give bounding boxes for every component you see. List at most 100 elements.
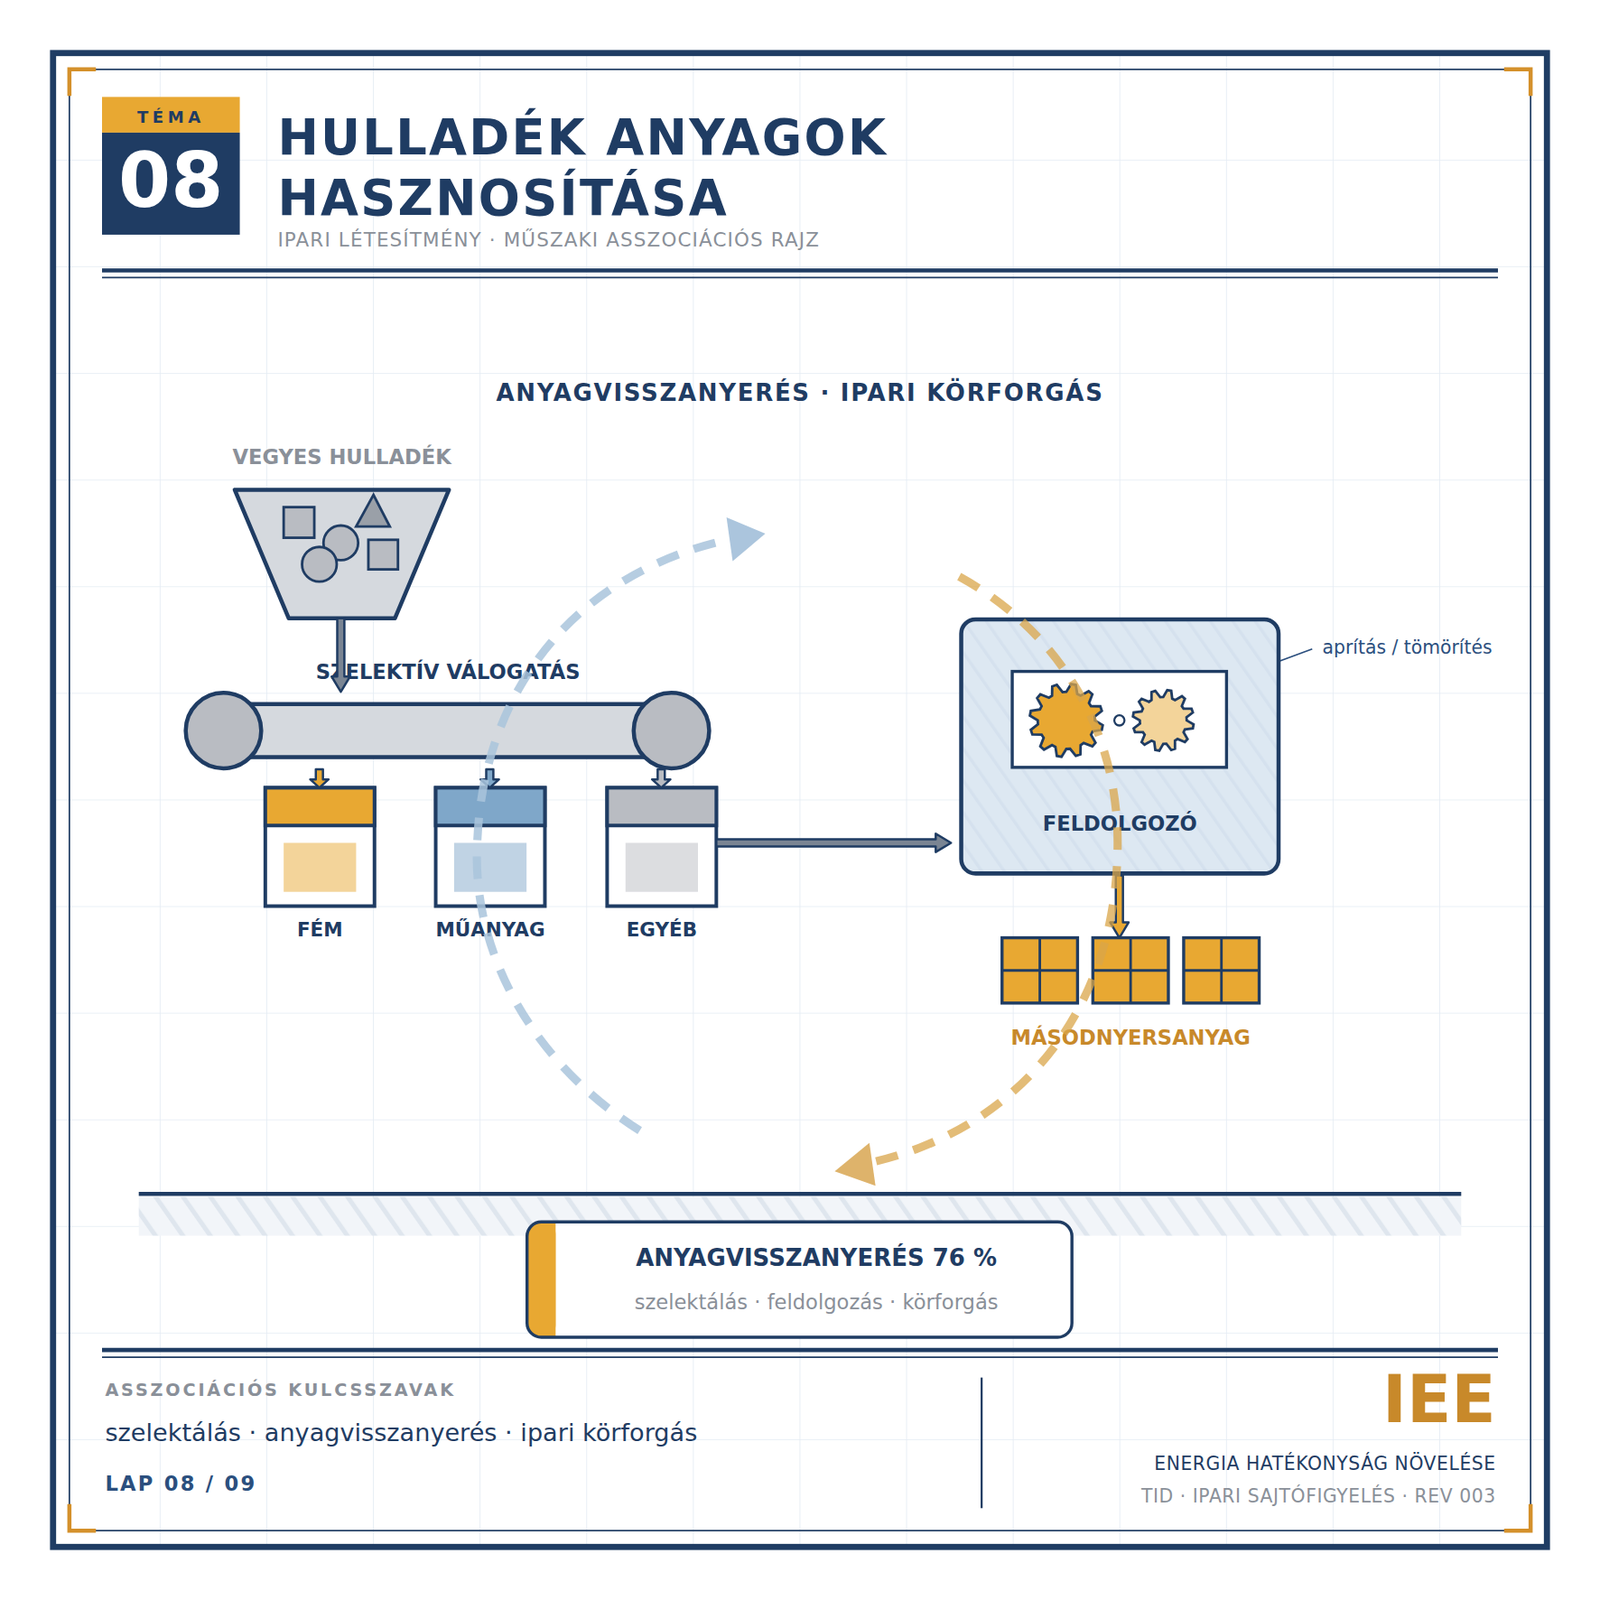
rule-line — [102, 1348, 1498, 1353]
conveyor-belt-shape — [223, 704, 671, 758]
flow-arrow — [310, 769, 329, 788]
sorting-bin-shape — [606, 787, 717, 826]
result-box-shape — [527, 1221, 1072, 1338]
cycle-arrow-orange — [834, 1143, 875, 1186]
sorting-bin: EGYÉB — [606, 787, 717, 906]
hopper-shape — [283, 507, 315, 539]
cycle-arrow-orange — [834, 576, 1117, 1187]
conveyor-belt-shape — [633, 692, 710, 769]
theme-badge: TÉMA 08 — [102, 96, 241, 235]
node-heading: SZELEKTÍV VÁLOGATÁS — [185, 659, 712, 684]
result-box: ANYAGVISSZANYERÉS 76 % szelektálás · feld… — [525, 1220, 1074, 1340]
outer-frame — [53, 53, 1547, 1547]
result-box-shape — [539, 1221, 557, 1338]
sorting-bin-shape — [606, 787, 717, 906]
corner-bracket — [69, 1504, 96, 1531]
badge-label: TÉMA — [102, 107, 241, 127]
node-label: FELDOLGOZÓ — [958, 810, 1281, 836]
output-blocks-shape — [1092, 968, 1169, 972]
result-box-shape — [527, 1221, 557, 1338]
processor-box-shape — [1114, 715, 1125, 726]
sorting-bin-shape — [436, 787, 546, 906]
output-blocks-shape — [1002, 938, 1260, 1004]
result-value: ANYAGVISSZANYERÉS 76 % — [566, 1245, 1067, 1272]
theme-badge-shape — [102, 96, 241, 133]
ground-line — [139, 1191, 1462, 1197]
processor-box-shape — [958, 617, 1281, 876]
rule-line — [102, 1356, 1498, 1359]
rule-line — [102, 268, 1498, 273]
hopper: VEGYES HULLADÉK — [234, 489, 449, 618]
hopper-shape — [234, 489, 449, 618]
sorting-bin-shape — [436, 787, 546, 906]
flow-arrow — [651, 769, 670, 788]
flow-arrow-shape — [331, 618, 350, 692]
flow-arrow-shape — [716, 833, 951, 852]
corner-bracket — [1504, 1504, 1531, 1531]
bin-label: FÉM — [224, 918, 416, 941]
flow-arrow — [1110, 875, 1129, 939]
flow-arrow-shape — [651, 769, 670, 788]
brand-tagline: ENERGIA HATÉKONYSÁG NÖVELÉSE — [934, 1452, 1497, 1475]
brand-logo: IEE — [1036, 1367, 1497, 1433]
cycle-arrow-blue — [726, 517, 766, 562]
rule-line — [102, 269, 1498, 1508]
sorting-bin-shape — [454, 842, 527, 892]
node-heading: MÁSODNYERSANYAG — [961, 1025, 1301, 1051]
result-box-shape — [525, 1220, 1074, 1340]
corner-bracket — [69, 69, 1531, 1531]
flow-arrow — [716, 833, 951, 852]
corner-bracket — [69, 69, 96, 96]
page-subtitle: IPARI LÉTESÍTMÉNY · MŰSZAKI ASSZOCIÁCIÓS… — [277, 228, 1094, 252]
theme-badge-shape — [102, 132, 241, 235]
hopper-shape — [355, 494, 390, 527]
output-blocks-shape — [1002, 938, 1079, 1004]
bin-label: EGYÉB — [566, 918, 757, 941]
sorting-bin: FÉM — [265, 787, 375, 906]
rule-line — [980, 1377, 983, 1509]
badge-number: 08 — [102, 133, 241, 228]
output-blocks-shape — [1092, 938, 1169, 1004]
sorting-bin-shape — [625, 842, 698, 892]
cycle-arrow-blue — [476, 517, 765, 1131]
keywords: szelektálás · anyagvisszanyerés · ipari … — [104, 1418, 921, 1448]
flow-arrow-shape — [480, 769, 499, 788]
sorting-bin-shape — [283, 842, 356, 892]
hopper-shape — [368, 539, 399, 570]
processor-box-shape — [1012, 671, 1227, 768]
corner-bracket — [1504, 69, 1531, 96]
page-title: HULLADÉK ANYAGOK HASZNOSÍTÁSA — [277, 106, 931, 230]
hopper-shape — [234, 489, 449, 618]
grid — [53, 53, 1547, 1547]
inner-frame — [69, 69, 1531, 1531]
processor-box-shape — [1133, 689, 1194, 751]
bin-label: MŰANYAG — [394, 918, 586, 941]
section-heading: ANYAGVISSZANYERÉS · IPARI KÖRFORGÁS — [289, 379, 1311, 406]
cycle-arrow-blue — [476, 538, 737, 1132]
flow-arrow-shape — [1110, 875, 1129, 939]
keywords-heading: ASSZOCIÁCIÓS KULCSSZAVAK — [104, 1379, 717, 1401]
output-blocks: MÁSODNYERSANYAG — [1002, 938, 1260, 1004]
processor-box: FELDOLGOZÓ — [958, 617, 1281, 876]
output-blocks-shape — [1183, 938, 1260, 1004]
cycle-arrow-orange — [867, 576, 1118, 1164]
sorting-bin-shape — [436, 787, 546, 826]
page-number: LAP 08 / 09 — [104, 1471, 513, 1497]
sorting-bin-shape — [265, 787, 375, 906]
node-heading: VEGYES HULLADÉK — [194, 445, 491, 470]
flow-arrow — [331, 618, 350, 692]
conveyor-belt: SZELEKTÍV VÁLOGATÁS — [185, 691, 712, 770]
output-blocks-shape — [1002, 968, 1079, 972]
flow-arrow — [480, 769, 499, 788]
output-blocks-shape — [1183, 968, 1260, 972]
hopper-shape — [302, 547, 337, 582]
sorting-bin-shape — [265, 787, 375, 826]
sorting-bin-shape — [265, 787, 375, 906]
brand-source: TID · IPARI SAJTÓFIGYELÉS · REV 003 — [934, 1484, 1497, 1507]
result-note: szelektálás · feldolgozás · körforgás — [566, 1289, 1067, 1314]
result-box-shape — [527, 1221, 1072, 1338]
rule-line — [102, 277, 1498, 280]
sorting-bin: MŰANYAG — [436, 787, 546, 906]
